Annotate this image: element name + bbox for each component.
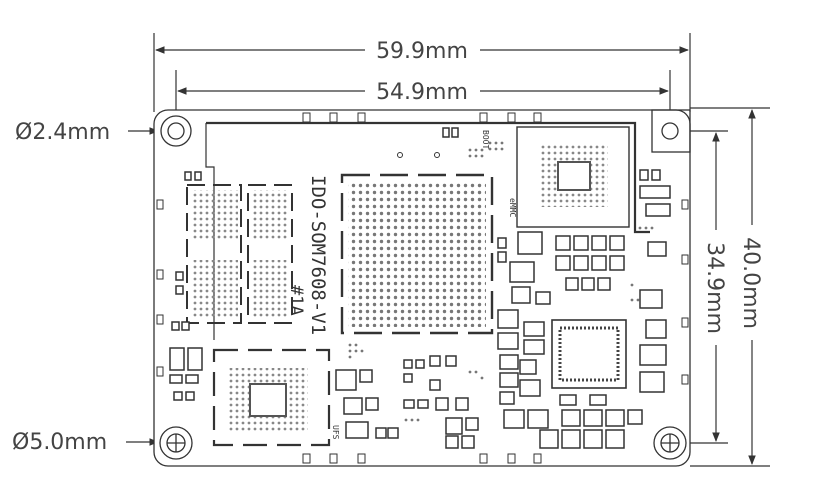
via-field: [348, 141, 654, 422]
large-hole-diameter-label: Ø5.0mm: [12, 430, 107, 455]
emmc-label: eMMC: [508, 198, 517, 217]
boot-label: BOOT: [481, 130, 490, 149]
fiducial-mark: [434, 152, 440, 158]
dimension-hole-width: [175, 70, 671, 112]
ufs-label: UFS: [331, 425, 340, 440]
soc-processor: [340, 173, 494, 335]
ufs-chip: [212, 348, 331, 447]
mounting-hole-bottom-left: [159, 426, 193, 460]
mounting-hole-bottom-right: [653, 426, 687, 460]
dimension-overall-height: [690, 107, 770, 467]
overall-width-label: 59.9mm: [376, 39, 468, 64]
board-name: IDO-SOM7608-V1: [307, 175, 329, 335]
fiducial-mark: [397, 152, 403, 158]
overall-height-label: 40.0mm: [738, 237, 763, 329]
hole-spacing-height-label: 34.9mm: [702, 242, 727, 334]
dimension-overall-width: [153, 33, 691, 112]
lpddr-memory: [186, 184, 293, 324]
dimension-hole-height: [690, 130, 728, 444]
mounting-hole-top-right: [651, 109, 691, 153]
passive-components: [169, 127, 671, 449]
board-revision: #1A: [286, 285, 306, 316]
shield-outline: [206, 121, 650, 234]
emmc-chip: [516, 126, 630, 228]
small-hole-diameter-label: Ø2.4mm: [15, 120, 110, 145]
pmic-chip: [551, 319, 627, 389]
shield-left-edge: [205, 123, 215, 340]
hole-spacing-width-label: 54.9mm: [376, 80, 468, 105]
mounting-hole-top-left: [160, 115, 192, 147]
